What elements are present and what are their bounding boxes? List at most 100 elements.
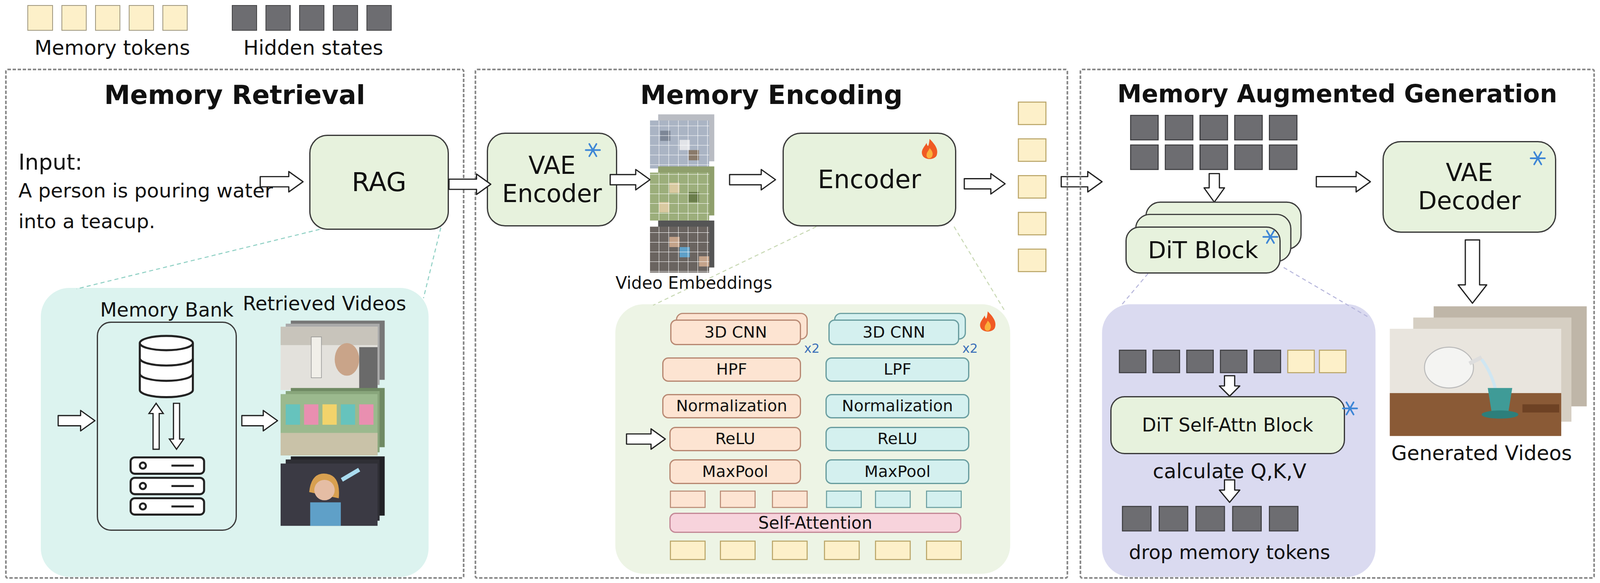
- frozen-icon: [1263, 230, 1278, 243]
- memory-token: [1287, 350, 1315, 373]
- stage-panel: Memory RetrievalRAG Memory Bank: [5, 68, 465, 579]
- layer-box: Normalization: [825, 393, 970, 419]
- text-label: x2: [962, 340, 978, 356]
- process-box: DiT Self-Attn Block: [1110, 395, 1346, 454]
- memory-token: [1319, 350, 1346, 373]
- video-thumbnail: [280, 432, 378, 455]
- generated-video: [1481, 410, 1519, 419]
- text-label: Generated Videos: [1391, 440, 1572, 466]
- text-label: Video Embeddings: [615, 272, 773, 293]
- video-thumbnail: [359, 347, 378, 391]
- memory-token: [670, 541, 705, 560]
- text-label: Input:: [18, 148, 83, 176]
- transfer-arrows: [169, 403, 184, 449]
- transfer-arrows: [148, 403, 184, 449]
- node-text: MaxPool: [702, 462, 769, 481]
- stack-shadow: [676, 201, 1301, 339]
- hidden-state: [1269, 144, 1297, 170]
- expansion-panel: [40, 287, 1376, 577]
- layer-box: ReLU: [825, 426, 970, 452]
- hollow-arrow: [626, 428, 666, 450]
- legend-square: [95, 5, 121, 31]
- memory-token: [1018, 102, 1046, 125]
- hidden-state: [1220, 350, 1248, 373]
- node-text: HPF: [716, 360, 747, 379]
- video-thumbnail: [304, 404, 319, 425]
- process-box: VAE Encoder: [486, 132, 618, 227]
- hidden-state: [1122, 506, 1152, 531]
- layer-box: MaxPool: [669, 459, 802, 484]
- memory-token: [1018, 175, 1046, 198]
- legend-swatch: [231, 5, 393, 31]
- hidden-state: [1269, 506, 1298, 531]
- hollow-arrow: [729, 169, 776, 191]
- embedding-grid: [650, 172, 710, 221]
- video-thumbnail: [285, 404, 300, 425]
- hidden-state: [1199, 115, 1228, 140]
- panel-title: Memory Retrieval: [6, 79, 463, 111]
- process-box: RAG: [309, 134, 449, 230]
- layer-box: HPF: [662, 357, 802, 382]
- stage-panel: Memory EncodingVAE EncoderEncoder3D CNNH…: [474, 68, 1069, 579]
- video-thumbnail: [322, 404, 337, 425]
- memory-token: [772, 541, 807, 560]
- feature-token: [720, 490, 755, 508]
- server-icon: [171, 465, 194, 507]
- trainable-icon: [979, 311, 996, 332]
- leader-line: [76, 227, 327, 290]
- legend-swatch: [27, 5, 188, 31]
- video-thumbnail: [280, 326, 378, 345]
- node-text: Self-Attention: [758, 512, 873, 533]
- hidden-state: [1196, 506, 1225, 531]
- feature-token: [772, 490, 807, 508]
- legend-square: [128, 5, 155, 31]
- embedding-grid: [650, 114, 715, 273]
- memory-token: [1018, 212, 1046, 235]
- legend-square: [61, 5, 88, 31]
- process-box: VAE Decoder: [1382, 140, 1556, 233]
- embedding-grid: [650, 226, 710, 273]
- legend-text: Memory tokens: [34, 35, 191, 61]
- stage-panel: Memory Augmented GenerationDiT BlockVAE …: [1079, 68, 1595, 579]
- hollow-arrow: [1219, 375, 1240, 397]
- frozen-icon: [1342, 402, 1358, 415]
- generated-video: [1389, 392, 1561, 436]
- hollow-arrow: [1204, 173, 1225, 202]
- panel-title: Memory Encoding: [476, 79, 1067, 111]
- feature-token: [826, 490, 862, 508]
- legend-square: [27, 5, 54, 31]
- text-label: A person is pouring water into a teacup.: [18, 175, 274, 237]
- feature-token: [670, 490, 961, 508]
- frozen-icon: [585, 143, 600, 157]
- memory-token: [1018, 249, 1046, 272]
- layer-box: Normalization: [662, 393, 802, 419]
- hollow-arrow: [1316, 171, 1371, 192]
- expansion-panel: [1101, 304, 1376, 577]
- hollow-arrow: [58, 410, 95, 431]
- layer-box: ReLU: [669, 426, 802, 452]
- generated-video: [1389, 306, 1587, 436]
- video-thumbnail: [340, 404, 356, 425]
- node-text: VAE Encoder: [493, 151, 611, 208]
- hidden-state: [1130, 115, 1158, 140]
- hollow-arrow: [1458, 239, 1487, 303]
- frozen-icon: [1530, 151, 1545, 165]
- video-thumbnail: [311, 336, 322, 378]
- panel-title: Memory Augmented Generation: [1081, 79, 1594, 109]
- hollow-arrow: [58, 171, 1487, 502]
- embedding-grid: [650, 226, 710, 273]
- legend-square: [299, 5, 325, 31]
- memory-bank-box: Memory Bank: [96, 321, 237, 531]
- hollow-arrow: [610, 169, 651, 191]
- node-text: Normalization: [841, 396, 953, 416]
- hidden-state: [1165, 115, 1193, 140]
- node-text: Memory Bank: [98, 298, 236, 322]
- memory-token: [670, 102, 1346, 560]
- text-label: x2: [803, 340, 820, 356]
- hidden-state: [1153, 350, 1180, 373]
- feature-token: [670, 490, 705, 508]
- text-label: calculate Q,K,V: [1152, 459, 1307, 484]
- video-thumbnail: [280, 463, 378, 526]
